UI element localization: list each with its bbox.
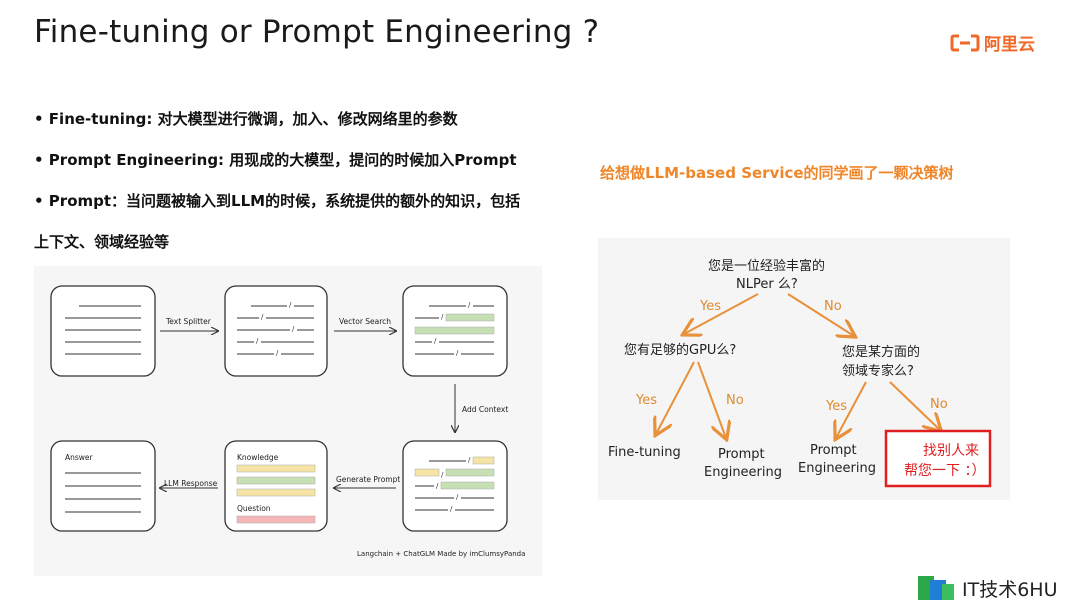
aliyun-logo-text: 阿里云 bbox=[984, 35, 1035, 55]
bullet-finetuning: • Fine-tuning: 对大模型进行微调，加入、修改网络里的参数 bbox=[34, 110, 458, 128]
leaf-ask-others-line1: 找别人来 bbox=[923, 443, 979, 459]
gpu-question: 您有足够的GPU么? bbox=[624, 342, 736, 358]
aliyun-logo-icon bbox=[950, 34, 980, 51]
domain-question-line1: 您是某方面的 bbox=[842, 344, 920, 360]
vector-search-label: Vector Search bbox=[339, 317, 391, 326]
leaf-ask-others-line2: 帮您一下 ：） bbox=[904, 462, 985, 479]
matched-chunks-box: / / / / bbox=[402, 285, 508, 377]
decision-tree: 您是一位经验丰富的 NLPer 么? Yes No 您有足够的GPU么? 您是某… bbox=[598, 238, 1010, 500]
text-splitter-label: Text Splitter bbox=[165, 317, 212, 326]
context-chunks-box: /// // bbox=[402, 440, 508, 532]
svg-text:/: / bbox=[256, 337, 259, 345]
gpu-yes-label: Yes bbox=[635, 393, 657, 408]
svg-text:/: / bbox=[450, 505, 453, 513]
tree-svg: 您是一位经验丰富的 NLPer 么? Yes No 您有足够的GPU么? 您是某… bbox=[608, 258, 992, 488]
chunks-box: / / / / / bbox=[224, 285, 328, 377]
svg-text:/: / bbox=[289, 301, 292, 309]
svg-text:/: / bbox=[292, 325, 295, 333]
langchain-flow-diagram: Text Splitter /// // Vector Search bbox=[34, 266, 542, 576]
root-question-line2: NLPer 么? bbox=[736, 277, 798, 292]
bullet-prompt-engineering: • Prompt Engineering: 用现成的大模型，提问的时候加入Pro… bbox=[34, 151, 517, 169]
aliyun-logo: 阿里云 bbox=[950, 30, 1035, 55]
answer-label: Answer bbox=[65, 453, 94, 462]
leaf-prompt-engineering-2-line2: Engineering bbox=[798, 461, 876, 476]
svg-text:/: / bbox=[434, 337, 437, 345]
question-label: Question bbox=[237, 504, 271, 513]
domain-no-label: No bbox=[930, 397, 948, 412]
svg-text:/: / bbox=[441, 471, 444, 479]
flow-credit: Langchain + ChatGLM Made by imClumsyPand… bbox=[357, 550, 525, 558]
domain-yes-label: Yes bbox=[825, 399, 847, 414]
prompt-box: Knowledge Question bbox=[224, 440, 328, 532]
root-yes-label: Yes bbox=[699, 299, 721, 314]
gpu-no-label: No bbox=[726, 393, 744, 408]
generate-prompt-label: Generate Prompt bbox=[336, 475, 400, 484]
knowledge-label: Knowledge bbox=[237, 453, 279, 462]
svg-text:/: / bbox=[456, 493, 459, 501]
bullet-prompt-continued: 上下文、领域经验等 bbox=[34, 233, 170, 251]
watermark: IT技术6HU bbox=[916, 574, 1058, 602]
watermark-icon bbox=[918, 576, 954, 600]
svg-text:/: / bbox=[441, 313, 444, 321]
bullet-prompt: • Prompt：当问题被输入到LLM的时候，系统提供的额外的知识，包括 bbox=[34, 192, 521, 210]
svg-text:/: / bbox=[436, 482, 439, 490]
flow-svg: Text Splitter /// // Vector Search bbox=[50, 285, 525, 558]
decision-tree-note: 给想做LLM-based Service的同学画了一颗决策树 bbox=[600, 164, 954, 182]
svg-text:/: / bbox=[468, 456, 471, 464]
leaf-prompt-engineering-1-line1: Prompt bbox=[718, 447, 765, 462]
page-title: Fine-tuning or Prompt Engineering ? bbox=[34, 14, 600, 50]
leaf-prompt-engineering-2-line1: Prompt bbox=[810, 443, 857, 458]
llm-response-label: LLM Response bbox=[164, 479, 218, 488]
svg-text:/: / bbox=[276, 349, 279, 357]
domain-question-line2: 领域专家么? bbox=[842, 363, 914, 379]
root-question-line1: 您是一位经验丰富的 bbox=[708, 258, 825, 274]
svg-text:/: / bbox=[468, 301, 471, 309]
answer-box: Answer bbox=[50, 440, 156, 532]
add-context-label: Add Context bbox=[462, 405, 508, 414]
watermark-text: IT技术6HU bbox=[962, 578, 1058, 601]
root-no-label: No bbox=[824, 299, 842, 314]
svg-text:/: / bbox=[456, 349, 459, 357]
leaf-ask-others: 找别人来 帮您一下 ：） bbox=[884, 429, 992, 488]
document-box bbox=[50, 285, 156, 377]
leaf-fine-tuning: Fine-tuning bbox=[608, 445, 681, 460]
leaf-prompt-engineering-1-line2: Engineering bbox=[704, 465, 782, 480]
svg-text:/: / bbox=[261, 313, 264, 321]
